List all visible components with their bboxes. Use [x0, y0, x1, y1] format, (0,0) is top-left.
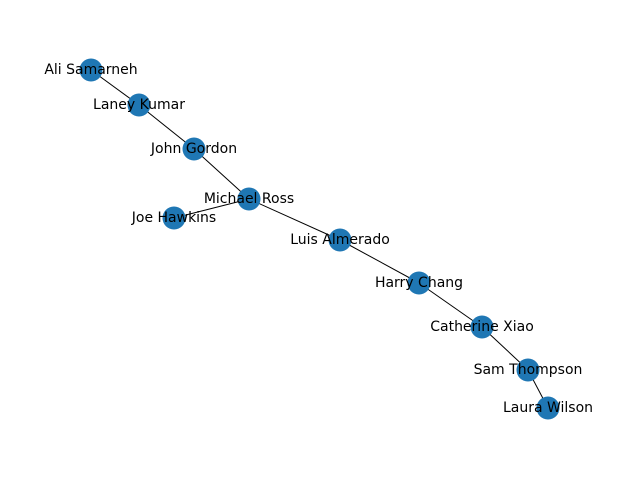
node-label-sam: Sam Thompson	[474, 362, 583, 378]
node-label-catherine: Catherine Xiao	[430, 319, 534, 335]
node-michael	[237, 187, 261, 211]
node-luis	[328, 228, 352, 252]
node-harry	[407, 271, 431, 295]
node-joe	[162, 206, 186, 230]
nodes-layer	[79, 58, 560, 420]
node-label-ali: Ali Samarneh	[44, 62, 137, 78]
edge-michael-luis	[248, 198, 341, 241]
node-label-luis: Luis Almerado	[290, 232, 390, 248]
edges-layer	[90, 69, 549, 409]
node-label-harry: Harry Chang	[375, 275, 463, 291]
node-laura	[536, 396, 560, 420]
edge-harry-catherine	[418, 282, 483, 328]
node-sam	[516, 358, 540, 382]
node-ali	[79, 58, 103, 82]
edge-luis-harry	[339, 239, 420, 284]
node-label-laura: Laura Wilson	[503, 400, 593, 416]
node-catherine	[470, 315, 494, 339]
node-laney	[127, 93, 151, 117]
node-label-joe: Joe Hawkins	[131, 210, 216, 226]
edge-michael-joe	[173, 198, 250, 219]
edge-john-michael	[193, 148, 250, 200]
node-label-john: John Gordon	[150, 141, 237, 157]
edge-laney-john	[138, 104, 195, 150]
node-john	[182, 137, 206, 161]
node-label-laney: Laney Kumar	[93, 97, 185, 113]
node-label-michael: Michael Ross	[204, 191, 294, 207]
